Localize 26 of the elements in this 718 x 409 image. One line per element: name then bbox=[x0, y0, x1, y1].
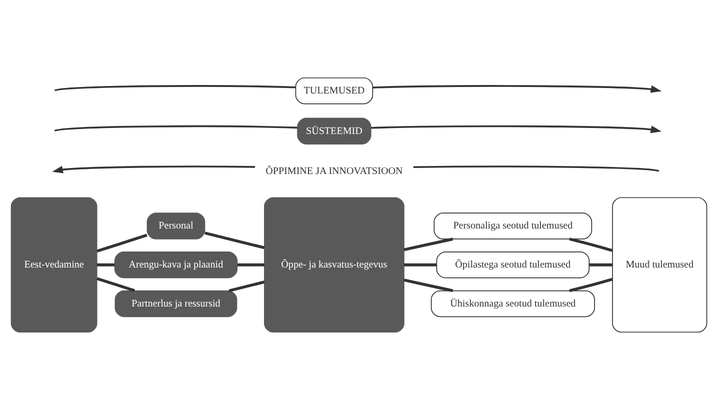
node-text: ÕPPIMINE JA INNOVATSIOON bbox=[266, 166, 403, 177]
node-box: Arengu-kava ja plaanid bbox=[114, 251, 238, 278]
arrow bbox=[372, 84, 662, 92]
node-box: Personal bbox=[146, 212, 206, 239]
node-box: Eest-vedamine bbox=[10, 196, 98, 332]
connector bbox=[228, 280, 265, 292]
node-box: Õpilastega seotud tulemused bbox=[436, 251, 590, 278]
connector bbox=[96, 262, 115, 266]
connector bbox=[54, 124, 298, 132]
node-box: Muud tulemused bbox=[612, 196, 708, 332]
connector bbox=[589, 262, 613, 266]
arrow bbox=[52, 165, 256, 173]
node-box: Õppe- ja kasvatus-tegevus bbox=[264, 196, 404, 332]
node-box: Personaliga seotud tulemused bbox=[434, 212, 592, 239]
connector bbox=[237, 262, 264, 266]
arrow bbox=[371, 124, 662, 133]
connector bbox=[404, 262, 437, 266]
node-box: Ühiskonnaga seotud tulemused bbox=[430, 290, 595, 317]
node-box: Partnerlus ja ressursid bbox=[114, 290, 238, 317]
connector bbox=[54, 84, 296, 92]
connector bbox=[96, 233, 148, 252]
connector bbox=[204, 231, 265, 249]
node-box: SÜSTEEMID bbox=[297, 117, 372, 144]
connector bbox=[413, 165, 660, 172]
connector bbox=[96, 276, 136, 292]
node-box: TULEMUSED bbox=[295, 76, 374, 104]
